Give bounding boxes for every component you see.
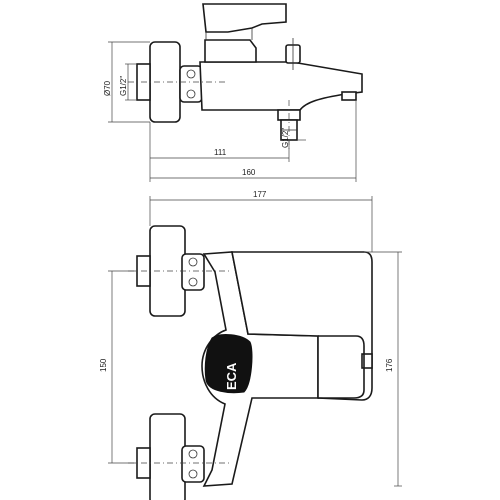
side-aerator [341,91,357,101]
front-logo-text: ECA [224,362,239,390]
front-view: ECA [128,225,373,500]
side-lever-handle [202,3,287,33]
front-lower-nut [181,445,205,483]
side-union-nut [179,65,203,103]
dim-inlet-thread: G1/2" [119,76,128,96]
dim-160: 160 [242,168,256,177]
front-upper-nut [181,253,205,291]
front-lever [318,335,365,399]
dim-diameter-70: Ø70 [103,80,112,96]
dim-outlet-thread: G1/2" [281,128,290,148]
dim-176: 176 [385,358,394,372]
front-lower-flange [149,413,186,500]
side-cartridge [204,39,257,63]
front-spout [231,251,373,401]
side-body-spout [199,61,363,111]
front-logo-badge [204,334,253,394]
side-view-dimensions: Ø70 G1/2" G1/2" 111 160 [103,41,357,182]
dim-150: 150 [99,358,108,372]
side-view [128,3,363,150]
dim-111: 111 [214,148,227,157]
front-view-dimensions: 177 150 176 [99,190,402,487]
front-aerator [361,353,373,369]
dim-177: 177 [253,190,267,199]
